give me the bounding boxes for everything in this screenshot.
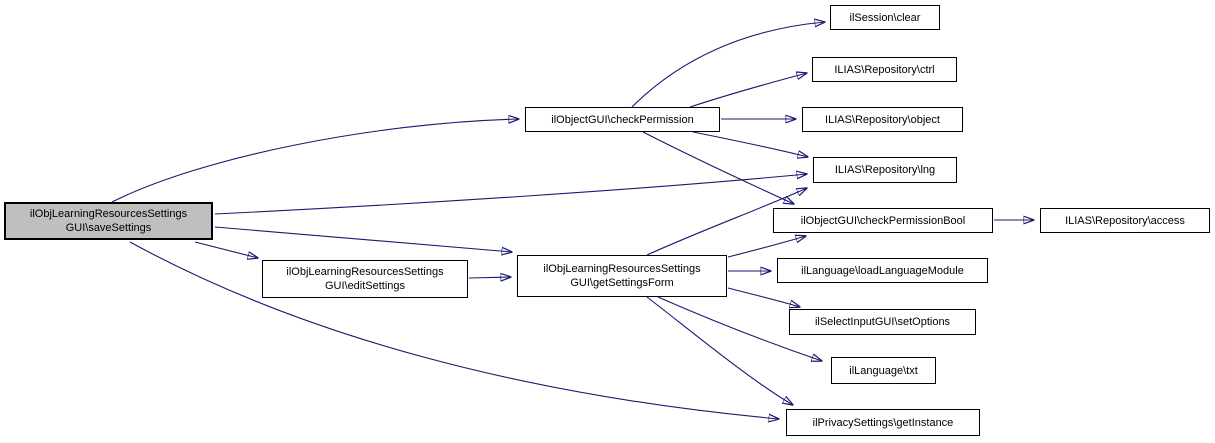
node-load-language-module[interactable]: ilLanguage\loadLanguageModule — [777, 258, 988, 283]
edge-save-settings-to-check-permission — [111, 119, 519, 203]
edge-check-permission-to-check-permission-bool — [642, 131, 794, 204]
edge-get-settings-form-to-privacy-get-instance — [646, 296, 793, 405]
edge-save-settings-to-privacy-get-instance — [129, 241, 779, 419]
edge-get-settings-form-to-language-txt — [657, 296, 822, 361]
node-privacy-get-instance[interactable]: ilPrivacySettings\getInstance — [786, 409, 980, 436]
node-save-settings: ilObjLearningResourcesSettings GUI\saveS… — [4, 202, 213, 240]
node-check-permission-bool[interactable]: ilObjectGUI\checkPermissionBool — [773, 208, 993, 233]
node-get-settings-form[interactable]: ilObjLearningResourcesSettings GUI\getSe… — [517, 255, 727, 297]
edge-check-permission-to-repository-lng — [692, 131, 808, 157]
edge-get-settings-form-to-check-permission-bool — [727, 236, 806, 258]
edge-get-settings-form-to-repository-lng — [646, 188, 807, 256]
node-check-permission[interactable]: ilObjectGUI\checkPermission — [525, 107, 720, 132]
edge-edit-settings-to-get-settings-form — [468, 277, 511, 278]
edge-check-permission-to-session-clear — [631, 22, 825, 108]
edge-save-settings-to-get-settings-form — [214, 226, 512, 252]
node-repository-access[interactable]: ILIAS\Repository\access — [1040, 208, 1210, 233]
node-repository-lng[interactable]: ILIAS\Repository\lng — [813, 157, 957, 183]
node-repository-object[interactable]: ILIAS\Repository\object — [802, 107, 963, 132]
node-edit-settings[interactable]: ilObjLearningResourcesSettings GUI\editS… — [262, 260, 468, 298]
node-session-clear[interactable]: ilSession\clear — [830, 5, 940, 30]
node-repository-ctrl[interactable]: ILIAS\Repository\ctrl — [812, 57, 957, 82]
node-language-txt[interactable]: ilLanguage\txt — [831, 357, 936, 384]
edge-get-settings-form-to-set-options — [727, 287, 800, 307]
edge-save-settings-to-edit-settings — [194, 241, 258, 258]
edge-check-permission-to-repository-ctrl — [689, 73, 807, 108]
node-set-options[interactable]: ilSelectInputGUI\setOptions — [789, 309, 976, 335]
edge-save-settings-to-repository-lng — [214, 174, 807, 215]
